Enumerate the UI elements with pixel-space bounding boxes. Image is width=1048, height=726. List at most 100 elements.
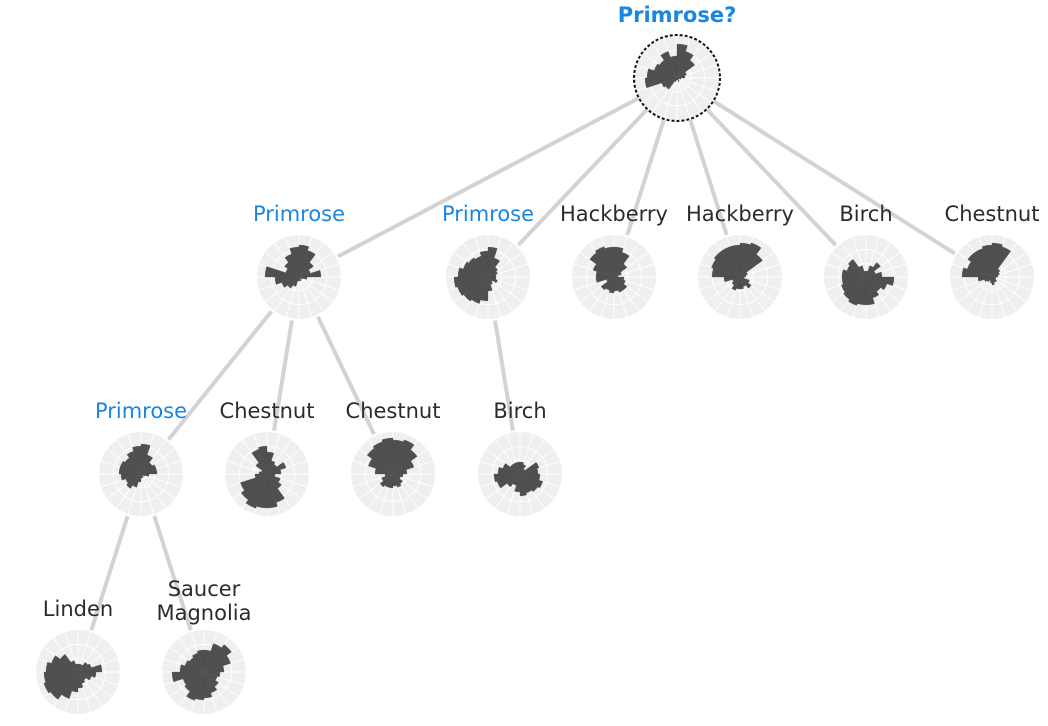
glyph-grid-spoke xyxy=(140,473,167,509)
glyph-petal xyxy=(613,276,624,293)
glyph-petal xyxy=(298,250,316,278)
glyph-petal xyxy=(487,270,498,278)
node-label: Linden xyxy=(43,597,113,621)
glyph-grid-spoke xyxy=(140,473,155,515)
glyph-grid-spoke xyxy=(991,276,1027,303)
glyph-petal xyxy=(132,445,142,475)
glyph-petal xyxy=(266,462,287,475)
glyph-petal xyxy=(841,276,867,293)
glyph-petal xyxy=(140,468,158,475)
glyph-petal xyxy=(184,671,205,692)
glyph-petal xyxy=(516,461,521,475)
glyph-petal xyxy=(739,242,762,278)
glyph-petal xyxy=(858,265,867,278)
species-node[interactable]: Hackberry xyxy=(686,202,794,319)
glyph-petal xyxy=(519,473,544,489)
glyph-petal xyxy=(644,77,678,89)
glyph-petal xyxy=(266,469,282,475)
glyph-petal xyxy=(493,473,521,483)
glyph-petal xyxy=(991,268,1001,278)
species-node[interactable]: Chestnut xyxy=(220,399,315,516)
glyph-petal xyxy=(171,671,205,683)
glyph-grid-spoke xyxy=(676,77,703,113)
glyph-petal xyxy=(186,671,205,701)
glyph-petal xyxy=(70,660,79,673)
glyph-petal xyxy=(613,272,622,278)
glyph-petal xyxy=(676,51,694,79)
species-node[interactable]: Primrose xyxy=(95,399,187,516)
species-node[interactable]: Linden xyxy=(36,597,120,714)
glyph-petal xyxy=(600,276,615,291)
glyph-petal xyxy=(126,473,142,489)
glyph-petal xyxy=(240,473,268,501)
glyph-petal xyxy=(203,665,225,673)
glyph-petal xyxy=(392,460,415,475)
glyph-petal xyxy=(140,454,153,475)
glyph-petal xyxy=(258,445,268,475)
glyph-petal xyxy=(594,246,615,278)
glyph-petal xyxy=(519,464,527,475)
tree-edge xyxy=(89,515,130,631)
tree-edge xyxy=(516,108,649,247)
glyph-petal xyxy=(379,473,394,488)
glyph-petal xyxy=(843,276,867,300)
glyph-petal xyxy=(613,263,628,278)
glyph-petal xyxy=(865,262,881,278)
glyph-petal xyxy=(197,649,205,673)
glyph-petal xyxy=(184,660,205,673)
glyph-petal xyxy=(254,473,268,478)
glyph-grid-spoke xyxy=(663,77,678,119)
glyph-petal xyxy=(381,437,394,475)
node-label: Birch xyxy=(839,202,892,226)
glyph-petal xyxy=(43,671,79,683)
glyph-petal xyxy=(75,663,79,673)
glyph-petal xyxy=(991,246,1012,278)
glyph-grid-ring xyxy=(491,445,549,503)
glyph-petal xyxy=(392,439,415,475)
tree-edges xyxy=(89,96,956,631)
glyph-petal xyxy=(119,460,142,475)
glyph-petal xyxy=(981,244,993,278)
glyph-petal xyxy=(676,59,696,79)
tree-edge xyxy=(493,320,515,431)
species-node[interactable]: Chestnut xyxy=(945,202,1040,319)
tree-edge xyxy=(152,515,193,631)
glyph-petal xyxy=(203,655,231,673)
query-node[interactable]: Primrose? xyxy=(618,3,737,122)
node-label: Primrose? xyxy=(618,3,737,27)
glyph-petal xyxy=(991,274,999,278)
species-node[interactable]: Birch xyxy=(824,202,908,319)
glyph-petal xyxy=(453,276,489,288)
node-label: Hackberry xyxy=(560,202,668,226)
glyph-petal xyxy=(203,644,232,673)
glyph-grid-spoke xyxy=(966,276,993,312)
glyph-petal xyxy=(739,276,752,289)
glyph-petal xyxy=(731,276,741,291)
glyph-petal xyxy=(502,463,521,475)
glyph-petal xyxy=(991,272,1000,278)
species-node[interactable]: Birch xyxy=(478,399,562,516)
glyph-petal xyxy=(479,250,489,278)
glyph-petal xyxy=(676,75,686,79)
glyph-grid-spoke xyxy=(676,77,712,104)
glyph-petal xyxy=(487,257,500,278)
tree-edge xyxy=(705,108,838,247)
species-node[interactable]: Chestnut xyxy=(346,399,441,516)
species-node[interactable]: Hackberry xyxy=(560,202,668,319)
glyph-petal xyxy=(613,252,630,278)
glyph-petal xyxy=(266,460,276,475)
glyph-grid-spoke xyxy=(676,77,718,92)
tree-edge xyxy=(337,96,639,259)
glyph-petal xyxy=(991,276,995,286)
glyph-grid-spoke xyxy=(298,276,334,303)
glyph-petal xyxy=(604,246,615,278)
species-node[interactable]: Primrose xyxy=(442,202,534,319)
glyph-petal xyxy=(468,257,489,278)
node-label: Primrose xyxy=(253,202,345,226)
query-ring xyxy=(633,34,721,122)
species-node[interactable]: Primrose xyxy=(253,202,345,319)
tree-edge xyxy=(272,320,294,431)
